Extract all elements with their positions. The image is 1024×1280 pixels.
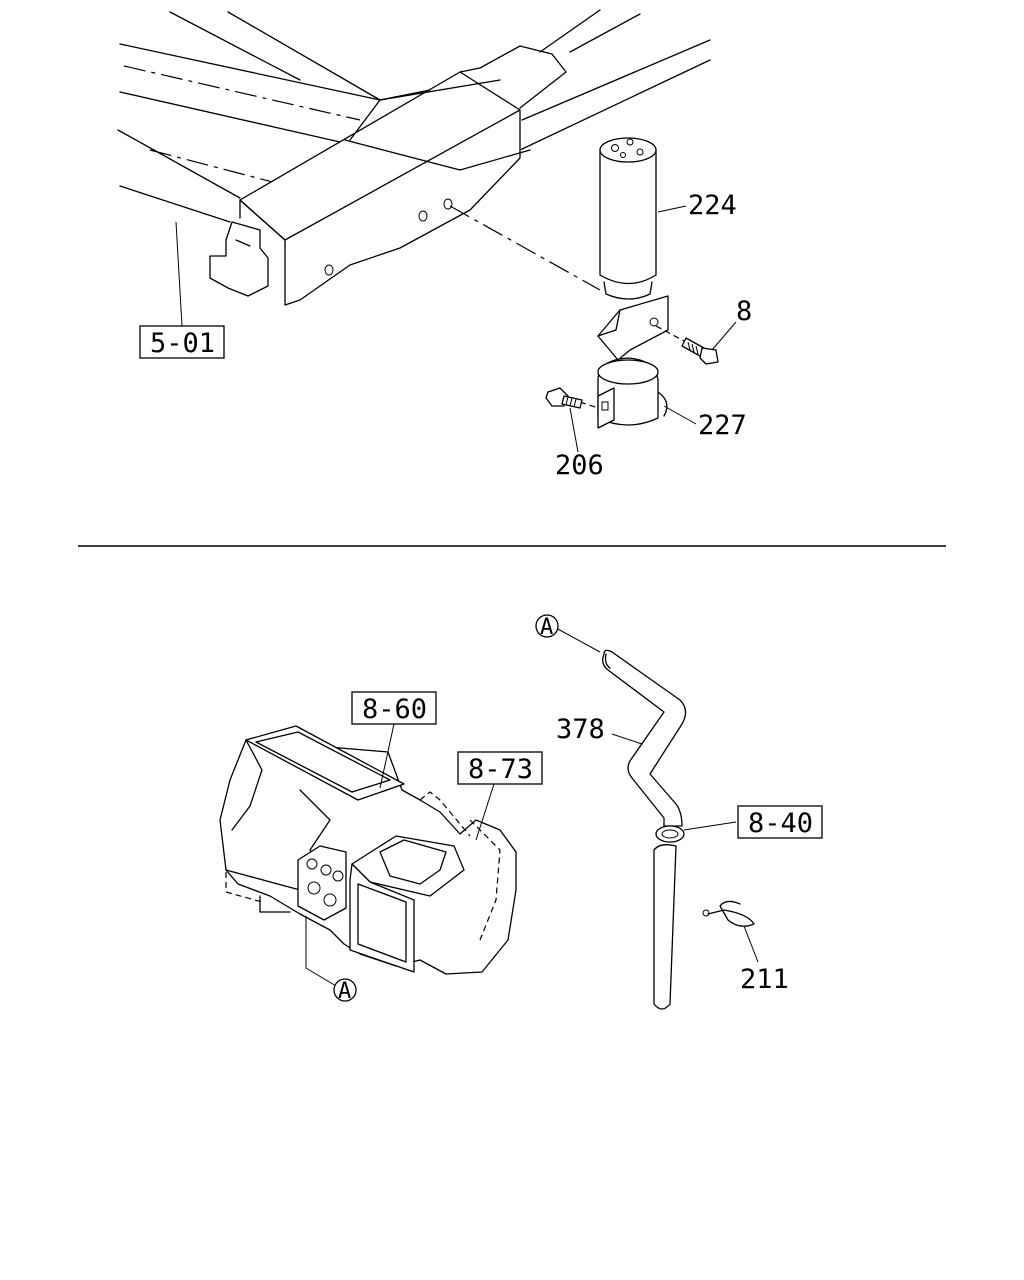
ref-box-8-40[interactable]: 8-40 (737, 805, 823, 839)
part-211-label: 211 (740, 964, 789, 995)
callout-a-bottom-label: A (338, 979, 351, 1004)
part-378-label: 378 (556, 714, 605, 745)
receiver-drier (599, 137, 657, 300)
drain-hose (602, 649, 687, 1010)
ref-8-40-label: 8-40 (748, 808, 813, 839)
callout-a-bottom[interactable]: A (333, 978, 357, 1004)
ref-8-73-label: 8-73 (468, 754, 533, 785)
bolt-206 (545, 387, 599, 409)
ref-box-8-73[interactable]: 8-73 (457, 751, 543, 785)
frame-rail (117, 9, 711, 306)
ref-box-8-60[interactable]: 8-60 (351, 691, 437, 725)
ref-5-01-label: 5-01 (150, 328, 215, 359)
part-227-label: 227 (698, 410, 747, 441)
callout-a-top-label: A (540, 615, 553, 640)
hose-clip (702, 900, 755, 927)
drier-bracket (597, 295, 669, 429)
part-8-label: 8 (736, 296, 752, 327)
part-206-label: 206 (555, 450, 604, 481)
ref-box-5-01[interactable]: 5-01 (139, 325, 225, 359)
part-224-label: 224 (688, 190, 737, 221)
hvac-unit (219, 725, 517, 975)
callout-a-top[interactable]: A (535, 614, 559, 640)
ref-8-60-label: 8-60 (362, 694, 427, 725)
bolt-8 (655, 325, 719, 365)
